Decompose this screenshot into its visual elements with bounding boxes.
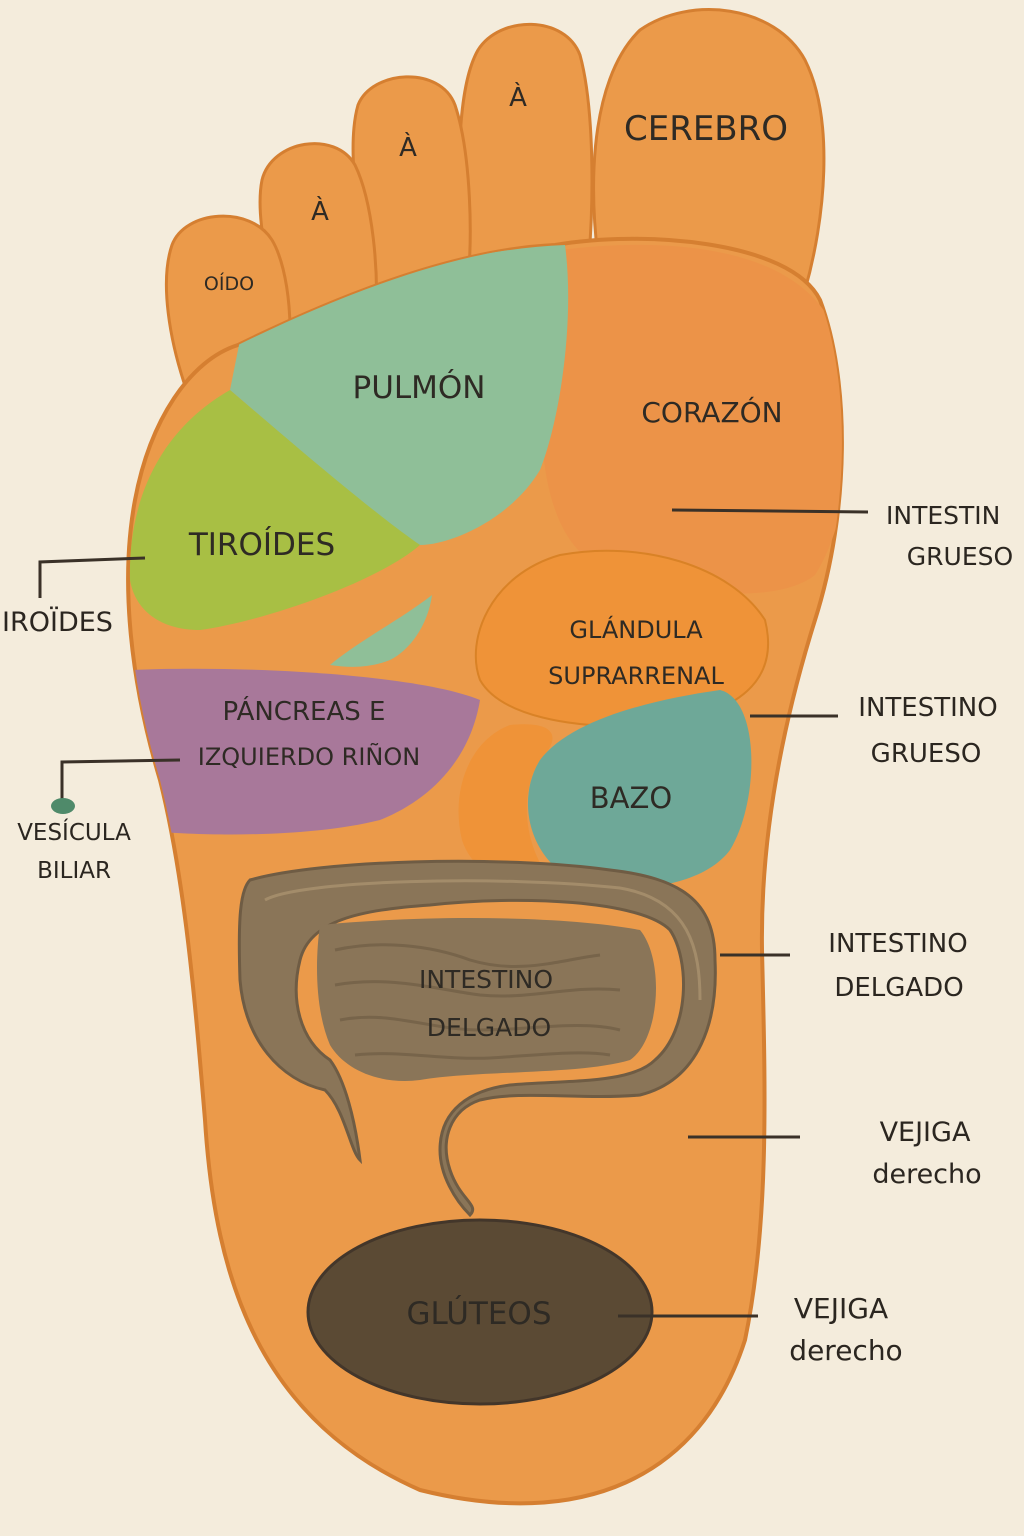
callout-intestin-2: GRUESO xyxy=(907,542,1013,571)
label-corazon: CORAZÓN xyxy=(641,395,782,429)
label-glandula-1: GLÁNDULA xyxy=(569,615,703,644)
bazo-zone xyxy=(527,690,752,888)
zones xyxy=(129,244,842,1406)
label-oido: OÍDO xyxy=(204,272,254,295)
corazon-zone xyxy=(541,244,842,594)
label-toe-4: À xyxy=(509,81,527,113)
callout-grueso-2: GRUESO xyxy=(871,739,982,769)
zone-labels: CEREBRO À À À OÍDO PULMÓN CORAZÓN TIROÍD… xyxy=(188,81,788,1332)
callout-vesicula-2: BILIAR xyxy=(37,858,111,884)
callout-iroides: IROÏDES xyxy=(2,606,113,638)
gluteos-zone xyxy=(306,1218,654,1406)
label-bazo: BAZO xyxy=(590,781,672,815)
callout-vejiga-2-line1: VEJIGA xyxy=(794,1292,888,1325)
pulmon-zone xyxy=(230,245,569,545)
label-intestino-2: DELGADO xyxy=(427,1013,551,1042)
label-toe-2: À xyxy=(311,195,329,227)
leaf-1 xyxy=(330,595,432,667)
label-gluteos: GLÚTEOS xyxy=(406,1295,551,1332)
label-pancreas-1: PÁNCREAS E xyxy=(223,695,386,727)
callout-intestin-1: INTESTIN xyxy=(886,501,1000,530)
leader-iroides xyxy=(38,556,146,598)
callout-vejiga-2-line2: derecho xyxy=(789,1334,902,1367)
callout-vesicula-1: VESÍCULA xyxy=(17,818,131,846)
leader-intestin-grueso xyxy=(671,508,869,514)
label-cerebro: CEREBRO xyxy=(624,109,788,149)
label-pancreas-2: IZQUIERDO RIÑON xyxy=(198,741,420,771)
label-toe-3: À xyxy=(399,131,417,163)
pancreas-zone xyxy=(130,668,480,835)
callout-delgado-2: DELGADO xyxy=(834,973,963,1003)
bazo-orange-zone xyxy=(458,724,560,890)
label-tiroides: TIROÍDES xyxy=(188,527,335,563)
vesicula-biliar-icon xyxy=(51,798,75,814)
callout-delgado-1: INTESTINO xyxy=(828,929,967,959)
callout-labels: IROÏDES VESÍCULA BILIAR INTESTIN GRUESO … xyxy=(2,501,1013,1367)
intestine-shape xyxy=(237,859,717,1218)
leader-vesicula xyxy=(60,758,181,802)
tiroides-zone xyxy=(129,390,420,630)
label-glandula-2: SUPRARRENAL xyxy=(548,662,724,690)
leader-lines xyxy=(38,508,869,1318)
label-pulmon: PULMÓN xyxy=(353,369,486,406)
callout-grueso-1: INTESTINO xyxy=(858,693,997,723)
callout-vejiga-1-line2: derecho xyxy=(872,1159,981,1190)
callout-vejiga-1-line1: VEJIGA xyxy=(880,1117,971,1148)
label-intestino-1: INTESTINO xyxy=(419,965,553,994)
